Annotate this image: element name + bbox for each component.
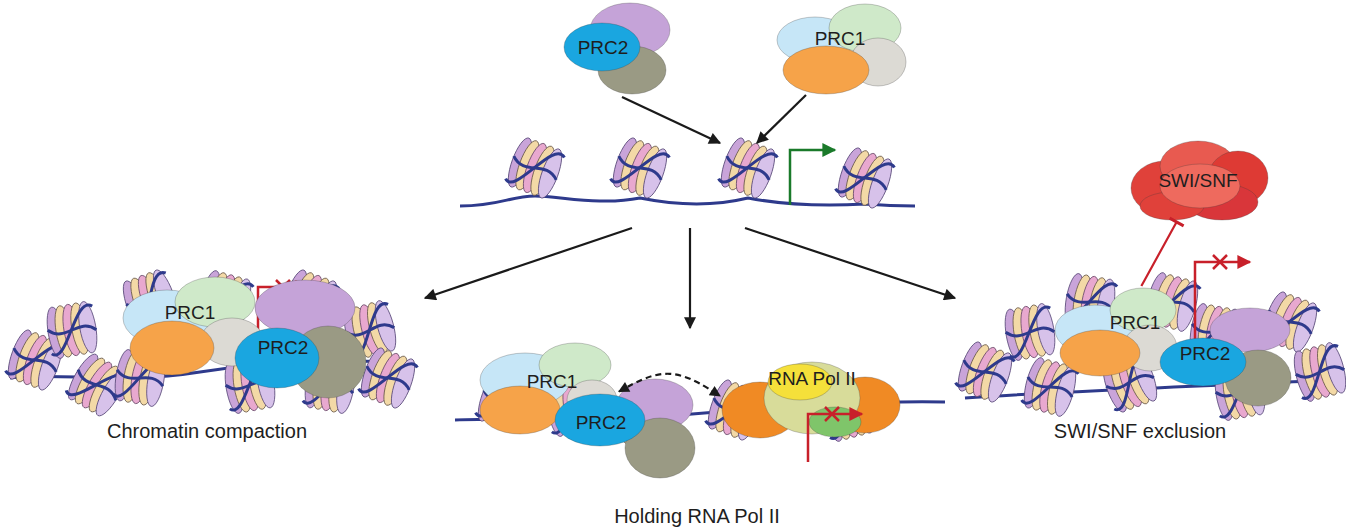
prc2-complex: PRC2 [233,278,368,400]
outcome-arrow [425,228,632,298]
blocked-tss-arrow [808,414,862,462]
nucleosome [44,300,100,360]
nucleosome [1290,341,1346,404]
complex-label: PRC1 [165,303,216,322]
panel-caption: SWI/SNF exclusion [1054,420,1226,442]
complex-label: PRC1 [527,372,578,391]
prc2-complex: PRC2 [553,377,697,480]
nucleosome [834,145,897,210]
nucleosome [954,339,1017,404]
nucleosome [357,345,420,410]
nucleosome [609,135,672,200]
subunit-shape [564,23,640,71]
recruit-arrow [622,97,720,143]
panel-caption: Holding RNA Pol II [614,505,780,527]
complex-label: PRC1 [1110,313,1161,332]
complex-label: PRC2 [576,413,627,432]
swisnf-complex: SWI/SNF [1129,139,1270,222]
nucleosome [1002,302,1058,362]
subunit-shape [480,386,560,434]
prc1-complex: PRC1 [775,2,908,96]
nucleosome [717,135,780,200]
complex-label: PRC2 [578,38,629,57]
outcome-arrow [745,228,955,298]
outcome-arrow [689,228,691,328]
complex-outline [775,2,908,96]
prc2-complex: PRC2 [1158,306,1293,408]
active-tss-arrow [790,150,835,205]
subunit-shape [1060,330,1140,376]
complex-label: PRC2 [258,338,309,357]
prc2-complex: PRC2 [562,1,672,96]
subunit-shape [783,46,869,94]
block-cross [1213,255,1227,269]
complex-label: RNA Pol II [768,369,856,388]
rna-pol-ii-complex: RNA Pol II [720,360,902,440]
complex-label: SWI/SNF [1158,171,1237,190]
nucleosome [504,135,567,200]
subunit-shape [555,394,645,446]
subunit-shape [235,328,319,388]
subunit-shape [130,321,214,375]
subunit-shape [1160,338,1246,386]
block-cross [825,407,839,421]
recruit-arrow [757,95,806,143]
dashed-interaction-arrow [619,374,720,396]
complex-label: PRC2 [1180,344,1231,363]
panel-caption: Chromatin compaction [107,420,307,442]
subunit-shape [1110,288,1176,332]
complex-label: PRC1 [815,29,866,48]
inhibition-connector [1141,222,1176,286]
subunit-shape [809,407,861,437]
